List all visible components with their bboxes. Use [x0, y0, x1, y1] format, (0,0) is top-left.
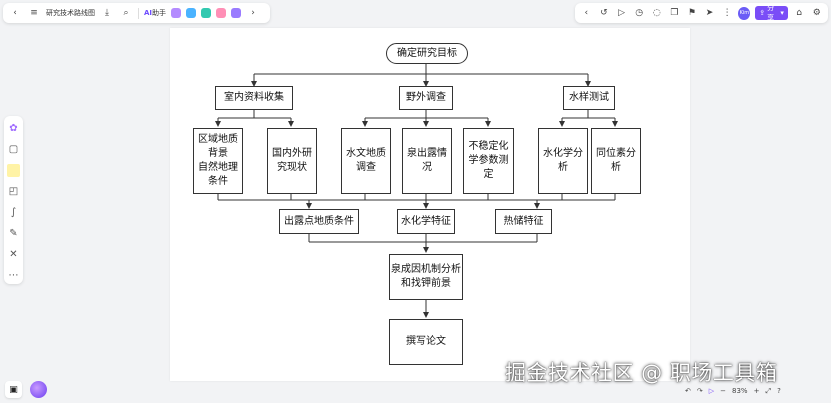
- node-hydrochem-analysis[interactable]: 水化学分 析: [538, 128, 588, 194]
- flag-icon[interactable]: ⚑: [687, 7, 696, 18]
- plugin-icon[interactable]: [201, 8, 212, 18]
- zoom-controls: ↶ ↷ ▷ − 83% + ⤢ ?: [685, 383, 781, 399]
- ai-prefix: AI: [144, 9, 153, 17]
- node-reservoir-features[interactable]: 热储特征: [495, 209, 552, 234]
- zoom-out-icon[interactable]: −: [720, 387, 727, 395]
- copy-icon[interactable]: ❐: [670, 7, 679, 18]
- search-icon[interactable]: ⌕: [123, 7, 129, 18]
- template-icon[interactable]: ✿: [9, 122, 18, 134]
- undo-icon[interactable]: ↶: [685, 387, 691, 395]
- node-outcrop-geology[interactable]: 出露点地质条件: [279, 209, 359, 234]
- plugin-icon[interactable]: [216, 8, 227, 18]
- divider: [138, 7, 139, 19]
- node-isotope-analysis[interactable]: 同位素分 析: [591, 128, 641, 194]
- menu-icon[interactable]: ≡: [30, 7, 38, 18]
- minimap-icon[interactable]: ▣: [5, 381, 22, 398]
- share-icon: ⇪: [759, 9, 766, 17]
- share-label: 分享: [767, 4, 775, 22]
- play-icon[interactable]: ▷: [618, 7, 625, 18]
- timer-icon[interactable]: ◷: [635, 7, 644, 18]
- left-tool-panel: ✿ ▢ ◰ ∫ ✎ ✕ ⋯: [4, 116, 23, 284]
- share-button[interactable]: ⇪分享 ▾: [755, 4, 788, 22]
- more-tools-icon[interactable]: ⋯: [8, 269, 19, 281]
- crop-icon[interactable]: ✕: [9, 248, 18, 260]
- node-field-survey[interactable]: 野外调查: [399, 86, 453, 110]
- collapse-icon[interactable]: ‹: [584, 7, 589, 18]
- back-icon[interactable]: ‹: [13, 7, 17, 18]
- node-indoor-data[interactable]: 室内资料收集: [215, 86, 293, 110]
- save-icon[interactable]: ⤓: [105, 7, 109, 18]
- ai-label: 助手: [152, 9, 167, 17]
- top-left-toolbar: ‹ ≡ 研究技术路线图 ⤓ ⌕ AI助手 ›: [3, 3, 270, 23]
- plugin-icon[interactable]: [231, 8, 242, 18]
- top-right-toolbar: ‹ ↺ ▷ ◷ ◌ ❐ ⚑ ➤ ⋮ Kim ⇪分享 ▾ ⌂ ⚙: [575, 3, 828, 23]
- frame-icon[interactable]: ▢: [8, 143, 19, 155]
- zoom-level[interactable]: 83%: [732, 387, 748, 395]
- comment-icon[interactable]: ◌: [652, 7, 661, 18]
- chevron-right-icon[interactable]: ›: [251, 7, 255, 18]
- sticky-note-icon[interactable]: [7, 164, 20, 177]
- node-unstable-params[interactable]: 不稳定化 学参数测 定: [463, 128, 514, 194]
- watermark: 掘金技术社区 @ 职场工具箱: [505, 361, 778, 385]
- ai-assistant-icon[interactable]: [30, 381, 47, 398]
- node-water-test[interactable]: 水样测试: [563, 86, 615, 110]
- plugin-icon[interactable]: [171, 8, 182, 18]
- whiteboard-canvas[interactable]: 确定研究目标 室内资料收集 野外调查 水样测试 区域地质 背景 自然地理 条件 …: [170, 28, 690, 381]
- pointer-icon[interactable]: ▷: [708, 387, 715, 395]
- node-root[interactable]: 确定研究目标: [386, 43, 468, 64]
- shape-icon[interactable]: ◰: [8, 185, 19, 197]
- connector-icon[interactable]: ∫: [10, 206, 17, 218]
- zoom-in-icon[interactable]: +: [753, 387, 760, 395]
- chevron-down-icon: ▾: [780, 9, 784, 17]
- ai-assistant-button[interactable]: AI助手: [144, 8, 166, 18]
- notification-icon[interactable]: ⌂: [796, 7, 802, 18]
- node-hydrochem-features[interactable]: 水化学特征: [397, 209, 455, 234]
- node-research-status[interactable]: 国内外研 究现状: [267, 128, 317, 194]
- settings-icon[interactable]: ⚙: [812, 7, 821, 18]
- node-write-paper[interactable]: 撰写论文: [389, 319, 463, 365]
- send-icon[interactable]: ➤: [705, 7, 714, 18]
- more-icon[interactable]: ⋮: [722, 7, 732, 18]
- node-hydrogeology[interactable]: 水文地质 调查: [341, 128, 391, 194]
- avatar[interactable]: Kim: [738, 6, 751, 20]
- plugin-icon[interactable]: [186, 8, 197, 18]
- document-title[interactable]: 研究技术路线图: [46, 9, 95, 17]
- pen-icon[interactable]: ✎: [9, 227, 18, 239]
- redo-icon[interactable]: ↷: [696, 387, 703, 395]
- node-spring-outcrop[interactable]: 泉出露情 况: [402, 128, 452, 194]
- fit-screen-icon[interactable]: ⤢: [765, 386, 772, 395]
- help-icon[interactable]: ?: [777, 387, 781, 395]
- node-regional-geology[interactable]: 区域地质 背景 自然地理 条件: [193, 128, 243, 194]
- flowchart-connectors: [215, 64, 618, 318]
- node-genesis-analysis[interactable]: 泉成因机制分析 和找钾前景: [389, 254, 463, 300]
- history-icon[interactable]: ↺: [600, 7, 608, 18]
